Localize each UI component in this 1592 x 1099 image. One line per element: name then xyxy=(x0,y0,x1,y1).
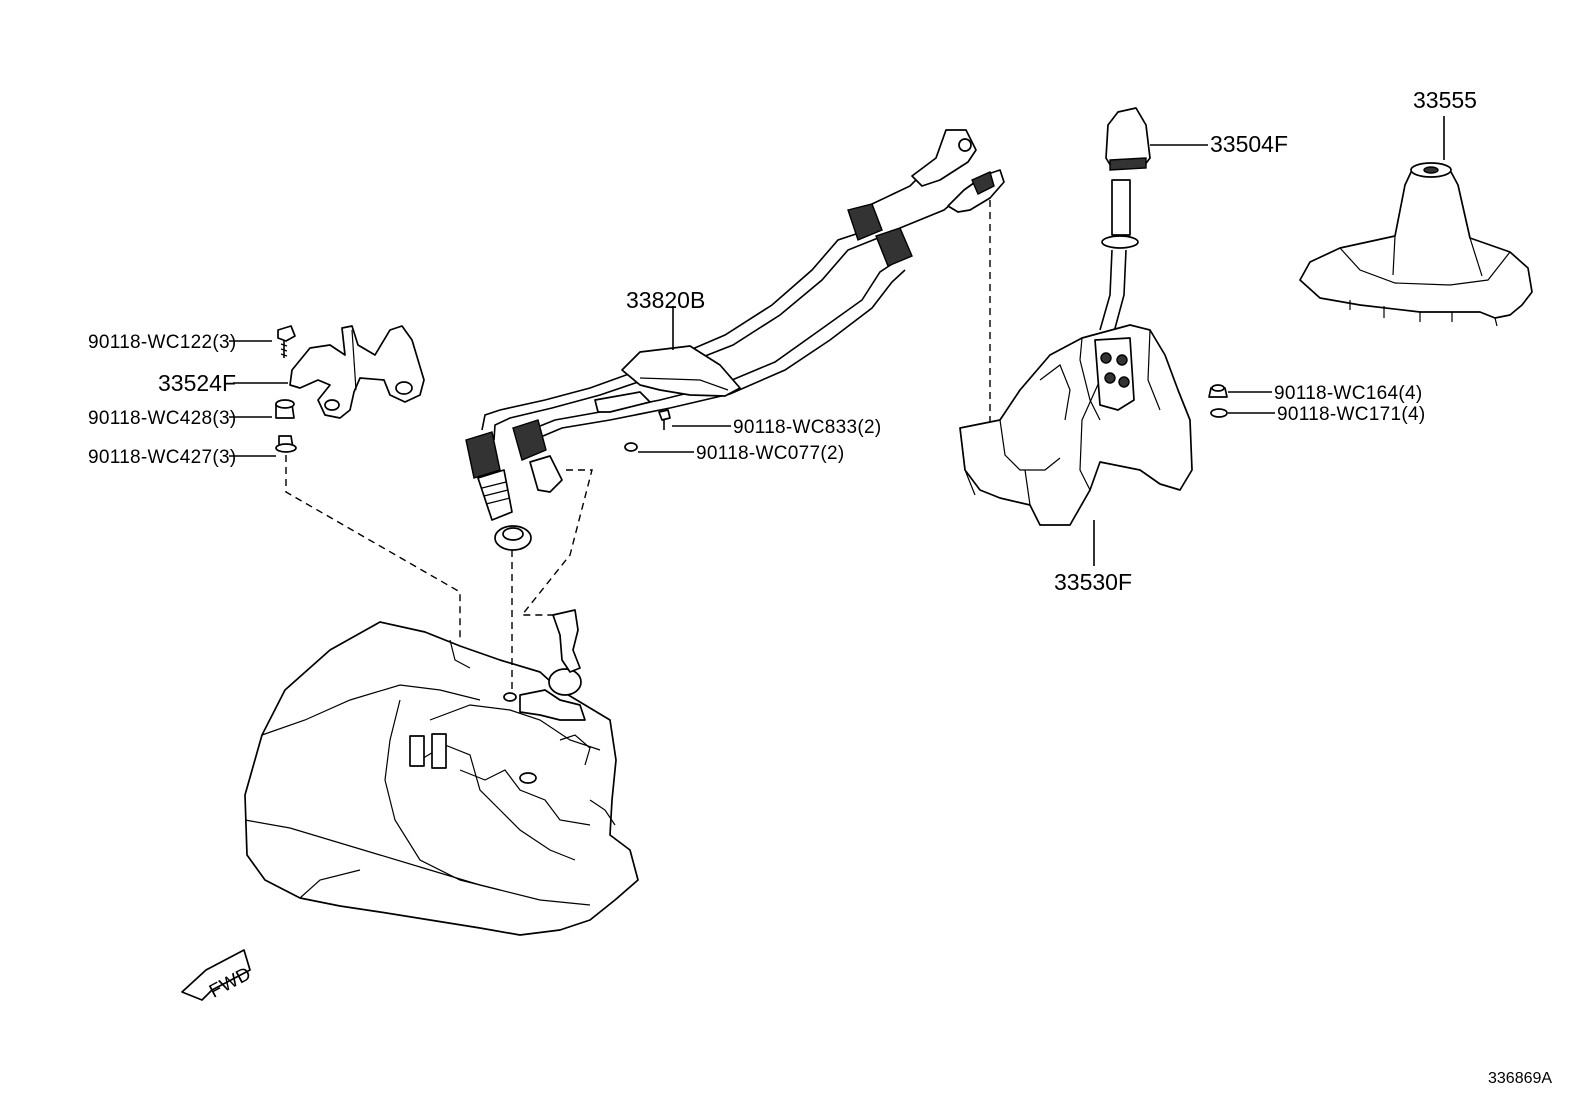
label-33820b: 33820B xyxy=(626,287,705,313)
diagram-reference-code: 336869A xyxy=(1488,1070,1552,1087)
label-90118-wc122: 90118-WC122(3) xyxy=(88,332,237,353)
label-90118-wc833: 90118-WC833(2) xyxy=(733,417,882,438)
bushing-90118-wc427 xyxy=(275,435,297,453)
bracket-33524f xyxy=(289,325,425,419)
label-90118-wc171: 90118-WC171(4) xyxy=(1277,404,1426,425)
leader-lines xyxy=(229,116,1445,566)
collar-90118-wc428 xyxy=(275,399,295,419)
label-90118-wc077: 90118-WC077(2) xyxy=(696,443,845,464)
nut-90118-wc164 xyxy=(1208,384,1228,398)
label-90118-wc427: 90118-WC427(3) xyxy=(88,447,237,468)
label-33524f: 33524F xyxy=(158,370,236,396)
label-90118-wc428: 90118-WC428(3) xyxy=(88,408,237,429)
bolt-90118-wc833 xyxy=(658,409,671,430)
label-33555: 33555 xyxy=(1413,87,1477,113)
shift-boot-33555 xyxy=(1299,162,1533,327)
shift-lever-33530f xyxy=(959,179,1193,526)
label-90118-wc164: 90118-WC164(4) xyxy=(1274,383,1423,404)
nut-90118-wc077 xyxy=(624,442,638,452)
fwd-arrow-icon xyxy=(181,949,251,1001)
shift-knob-33504f xyxy=(1105,107,1151,171)
label-33530f: 33530F xyxy=(1054,569,1132,595)
label-33504f: 33504F xyxy=(1210,131,1288,157)
transmission-assembly xyxy=(244,609,639,936)
washer-90118-wc171 xyxy=(1210,408,1228,418)
bolt-90118-wc122 xyxy=(277,325,296,358)
cable-assembly-33820b xyxy=(465,129,1005,551)
assembly-guide-lines xyxy=(285,200,991,690)
